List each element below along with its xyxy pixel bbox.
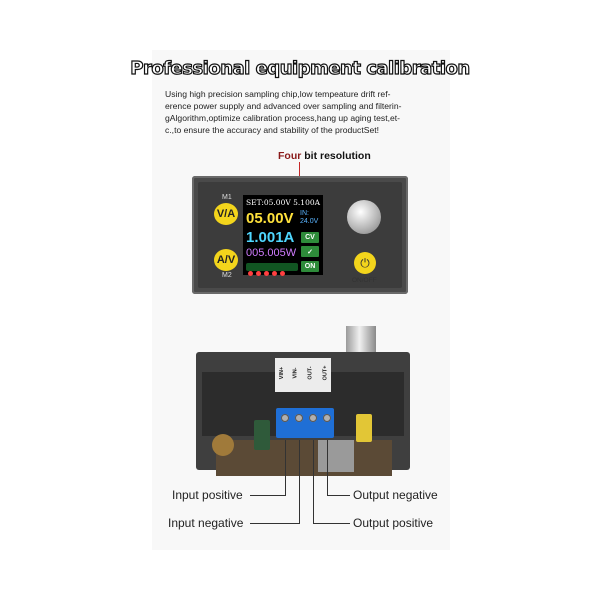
cv-badge: CV xyxy=(301,232,319,243)
m1-label: M1 xyxy=(222,194,232,201)
terminal-label: OUT+ xyxy=(322,365,329,381)
voltage-readout: 05.00V xyxy=(246,210,294,227)
circuit-board xyxy=(216,440,392,476)
onoff-label: ON/OFF xyxy=(352,277,377,284)
resolution-callout: Four bit resolution xyxy=(278,150,371,162)
heatsink xyxy=(318,440,354,472)
knob-shaft xyxy=(346,326,376,354)
set-readout: SET:05.00V 5.100A xyxy=(246,198,321,207)
av-button[interactable]: A/V xyxy=(214,249,238,271)
terminal-screw xyxy=(309,414,317,422)
description-text: Using high precision sampling chip,low t… xyxy=(165,88,447,136)
current-readout: 1.001A xyxy=(246,229,295,246)
va-button[interactable]: V/A xyxy=(214,203,238,225)
terminal-screw xyxy=(281,414,289,422)
capacitor-left xyxy=(254,420,270,450)
description-line: c.,to ensure the accuracy and stability … xyxy=(165,125,380,135)
terminal-label: VIN- xyxy=(292,367,299,379)
terminal-label-plate xyxy=(275,358,331,392)
indicator-dot xyxy=(272,271,277,276)
input-positive-lead xyxy=(285,440,286,495)
output-positive-label: Output positive xyxy=(353,516,434,530)
terminal-label: OUT- xyxy=(307,366,314,380)
input-value: 24.0V xyxy=(300,218,319,225)
on-badge: ON xyxy=(301,261,319,272)
inductor-coil xyxy=(212,434,234,456)
input-positive-label: Input positive xyxy=(172,488,243,502)
terminal-label: VIN+ xyxy=(279,366,286,380)
input-negative-lead xyxy=(299,440,300,523)
terminal-screw xyxy=(295,414,303,422)
description-line: erence power supply and advanced over sa… xyxy=(165,101,402,111)
input-negative-label: Input negative xyxy=(168,516,244,530)
description-line: gAlgorithm,optimize calibration process,… xyxy=(165,113,401,123)
capacitor-right xyxy=(356,414,372,442)
output-negative-pointer xyxy=(327,495,350,496)
power-button[interactable]: ⏻ xyxy=(354,252,376,274)
check-icon: ✓ xyxy=(301,246,319,257)
adjust-knob[interactable] xyxy=(347,200,381,234)
description-line: Using high precision sampling chip,low t… xyxy=(165,89,391,99)
power-icon: ⏻ xyxy=(360,255,370,270)
screw-terminal-block xyxy=(276,408,334,438)
input-label: IN: xyxy=(300,210,309,217)
indicator-dot xyxy=(264,271,269,276)
output-positive-pointer xyxy=(313,523,350,524)
input-negative-pointer xyxy=(250,523,300,524)
output-negative-label: Output negative xyxy=(353,488,438,502)
indicator-dot xyxy=(280,271,285,276)
input-voltage-readout: IN: 24.0V xyxy=(300,210,318,226)
input-positive-pointer xyxy=(250,495,286,496)
status-indicator-bar xyxy=(246,263,298,276)
terminal-screw xyxy=(323,414,331,422)
page-title: Professional equipment calibration xyxy=(130,57,471,79)
indicator-dot xyxy=(256,271,261,276)
callout-text: bit resolution xyxy=(301,150,371,162)
m2-label: M2 xyxy=(222,272,232,279)
indicator-dot xyxy=(248,271,253,276)
output-negative-lead xyxy=(327,440,328,495)
callout-highlight: Four xyxy=(278,150,302,162)
power-readout: 005.005W xyxy=(246,247,297,259)
output-positive-lead xyxy=(313,440,314,523)
